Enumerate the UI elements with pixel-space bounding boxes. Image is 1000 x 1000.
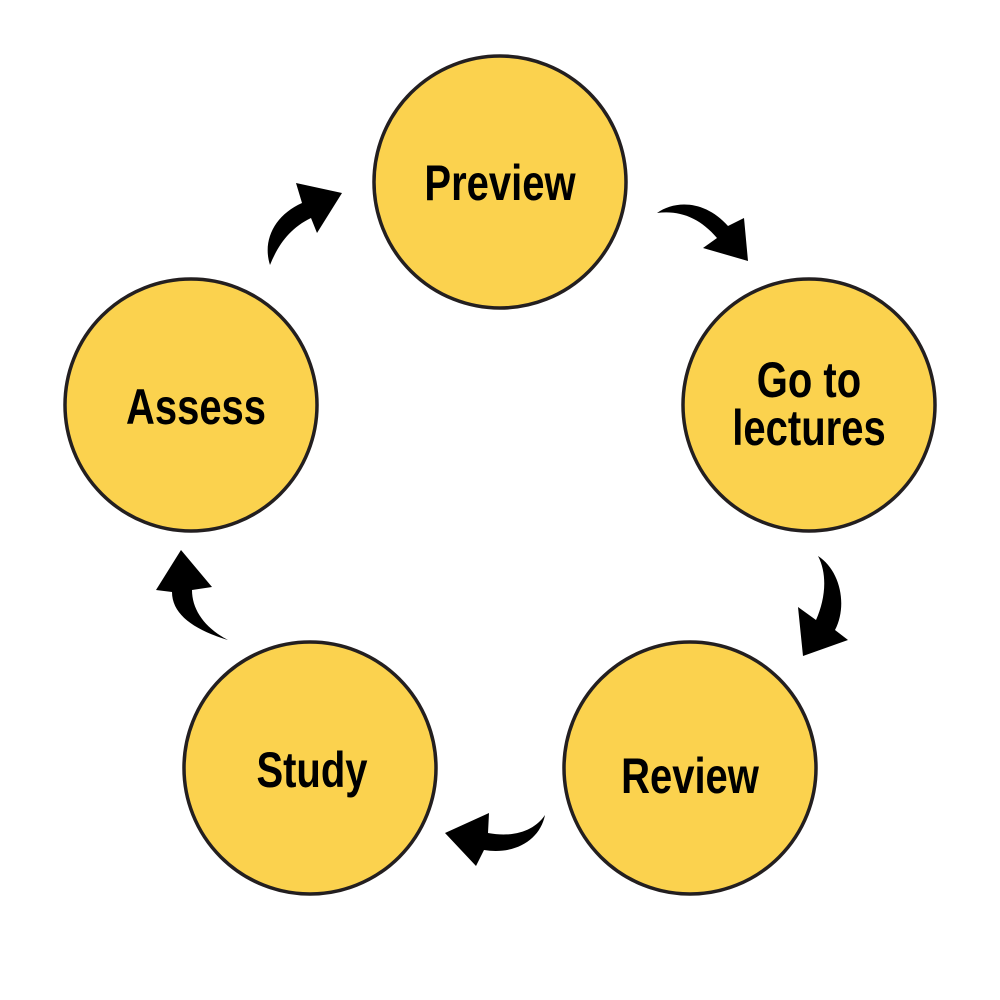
node-label-line-1: Go to [757,352,861,408]
node-circle [372,54,628,310]
node-review: Review [562,640,818,896]
arrow-preview-to-lectures-icon [657,204,748,261]
node-label: Assess [126,379,266,435]
node-label: Preview [424,155,576,211]
node-circle [182,640,438,896]
node-circle [63,277,319,533]
node-go-to-lectures: Go to lectures [681,277,937,533]
node-label-line-2: lectures [732,400,885,456]
arrow-lectures-to-review-icon [798,556,848,656]
node-study: Study [182,640,438,896]
node-label: Study [256,742,367,798]
node-circle [562,640,818,896]
node-label: Review [621,748,760,804]
node-preview: Preview [372,54,628,310]
arrow-review-to-study-icon [445,813,545,866]
node-assess: Assess [63,277,319,533]
node-circle [681,277,937,533]
arrow-study-to-assess-icon [156,550,228,640]
arrow-assess-to-preview-icon [267,183,342,265]
